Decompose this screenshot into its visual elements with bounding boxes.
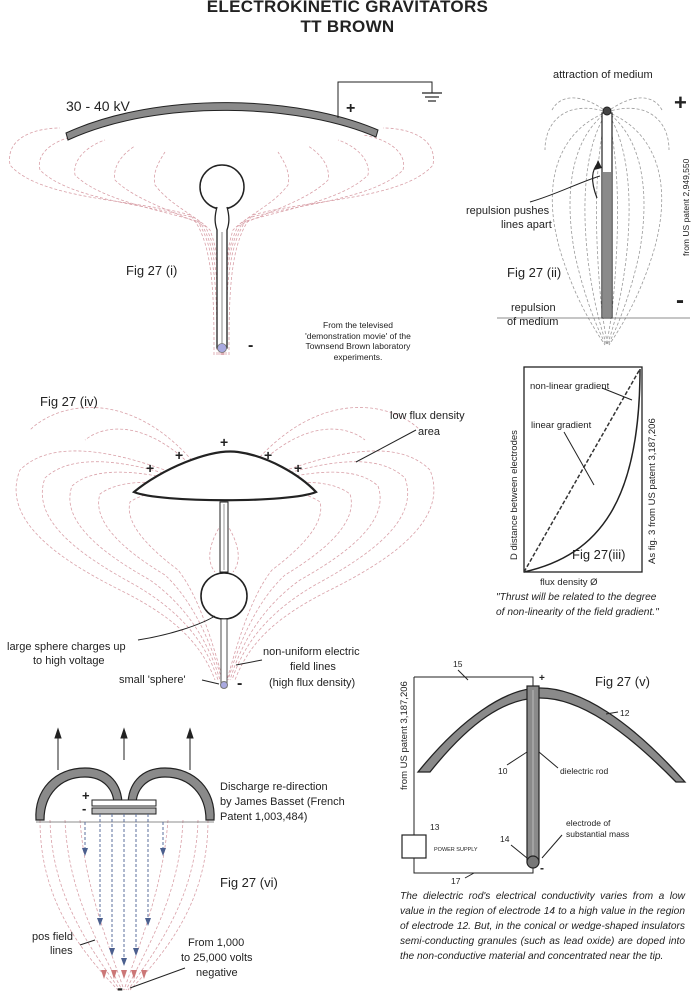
fig6-discharge-3: Patent 1,003,484) — [220, 811, 308, 823]
fig6-discharge-1: Discharge re-direction — [220, 781, 328, 793]
fig4-caption: Fig 27 (iv) — [40, 394, 98, 409]
fig6-volts-1: From 1,000 — [188, 937, 245, 949]
fig5-ref-17: 17 — [451, 876, 461, 886]
fig5-electrode-14 — [526, 855, 540, 869]
fig4-large-sphere-1: large sphere charges up — [7, 641, 126, 653]
fig4-low-flux-1: low flux density — [390, 410, 465, 422]
fig4-plus-left2: + — [146, 460, 155, 476]
fig4-low-flux-2: area — [418, 426, 441, 438]
fig5-arch — [416, 687, 687, 783]
fig5-ref-13: 13 — [430, 822, 440, 832]
fig2-repulsion-medium-1: repulsion — [511, 302, 556, 314]
fig1-sphere — [199, 164, 245, 210]
fig1-caption: Fig 27 (i) — [126, 263, 178, 278]
fig5-ref-12: 12 — [620, 708, 630, 718]
fig6-plate-lower — [91, 807, 157, 815]
fig4-small-sphere-label: small 'sphere' — [119, 674, 186, 686]
power-supply-label: POWER SUPPLY — [434, 847, 478, 853]
fig6-volts-3: negative — [196, 967, 238, 979]
fig2-field-lines — [544, 97, 670, 346]
fig2-minus-sign: - — [676, 287, 684, 314]
fig6-pos-field-2: lines — [50, 945, 73, 957]
fig2-plus-sign: + — [674, 90, 687, 115]
fig6-up-arrows — [54, 727, 194, 770]
fig2-patent-label: from US patent 2,949,550 — [681, 158, 691, 256]
fig1-note: From the televised 'demonstration movie'… — [305, 320, 411, 362]
fig5-description: The dielectric rod's electrical conducti… — [400, 891, 685, 962]
fig4-plus-top: + — [220, 434, 229, 450]
fig4-plus-right1: + — [264, 447, 273, 463]
fig3-xaxis-label: flux density Ø — [540, 577, 598, 588]
fig4-large-sphere — [200, 572, 248, 620]
fig1-upper-electrode — [65, 102, 379, 141]
fig6-plus-sign: + — [82, 788, 90, 803]
fig2-attraction-label: attraction of medium — [553, 69, 653, 81]
fig5-circuit — [413, 676, 534, 874]
fig5-patent-label: from US patent 3,187,206 — [399, 681, 410, 790]
fig3-yaxis-label: D distance between electrodes — [509, 430, 520, 560]
fig4-plus-left1: + — [175, 447, 184, 463]
fig5-ref-15: 15 — [453, 659, 463, 669]
fig4-nonuniform-2: field lines — [290, 661, 336, 673]
fig3-linear-label: linear gradient — [531, 420, 592, 431]
fig2-top-electrode — [602, 106, 612, 116]
fig6-volts-2: to 25,000 volts — [181, 952, 253, 964]
fig6-plate-upper — [91, 799, 157, 807]
fig3-quote: "Thrust will be related to the degree of… — [496, 592, 659, 618]
fig6-minus-sign-bottom: - — [117, 978, 123, 998]
fig2-repulsion-push-2: lines apart — [501, 219, 552, 231]
fig5-caption: Fig 27 (v) — [595, 674, 650, 689]
power-supply-box — [401, 834, 427, 859]
fig3-caption: Fig 27(iii) — [572, 547, 626, 562]
fig6-down-arrows — [84, 814, 164, 960]
ground-icon — [422, 92, 442, 102]
fig3-nonlinear-label: non-linear gradient — [530, 381, 610, 392]
fig4-lower-rod — [220, 618, 228, 688]
fig4-plus-right2: + — [294, 460, 303, 476]
fig6-discharge-2: by James Basset (French — [220, 796, 345, 808]
fig4-small-sphere — [220, 681, 228, 689]
fig6-minus-sign-top: - — [82, 801, 87, 816]
fig1-small-electrode — [217, 343, 227, 353]
fig4-large-sphere-2: to high voltage — [33, 655, 105, 667]
fig6-caption: Fig 27 (vi) — [220, 875, 278, 890]
page-title: ELECTROKINETIC GRAVITATORS — [206, 0, 489, 16]
fig6-pos-field-1: pos field — [32, 931, 73, 943]
fig2-caption: Fig 27 (ii) — [507, 265, 562, 280]
fig1-ground-wire — [337, 81, 433, 118]
fig5-electrode-1: electrode of — [566, 818, 611, 828]
fig1-minus-sign: - — [248, 337, 254, 354]
fig5-minus-sign: - — [540, 861, 544, 875]
fig1-voltage-label: 30 - 40 kV — [66, 98, 130, 114]
fig1-plus-sign: + — [346, 100, 356, 117]
fig2-repulsion-medium-2: of medium — [507, 316, 559, 328]
fig4-minus-sign: - — [237, 675, 243, 692]
fig4-nonuniform-1: non-uniform electric — [263, 646, 360, 658]
fig3-graph-frame — [523, 366, 643, 573]
fig1-field-lines — [9, 127, 434, 356]
fig3-nonlinear-curve — [523, 368, 641, 573]
fig4-nonuniform-3: (high flux density) — [269, 677, 356, 689]
fig5-dielectric-rod-label: dielectric rod — [560, 766, 609, 776]
fig5-electrode-2: substantial mass — [566, 829, 630, 839]
fig2-repulsion-push-1: repulsion pushes — [466, 205, 550, 217]
fig5-ref-14: 14 — [500, 834, 510, 844]
page-subtitle: TT BROWN — [300, 17, 395, 36]
fig5-ref-10: 10 — [498, 766, 508, 776]
fig3-linear-line — [523, 368, 641, 573]
fig4-disc — [131, 450, 318, 502]
fig5-plus-sign: + — [539, 673, 545, 684]
fig3-patent-label: As fig. 3 from US patent 3,187,206 — [647, 418, 658, 564]
